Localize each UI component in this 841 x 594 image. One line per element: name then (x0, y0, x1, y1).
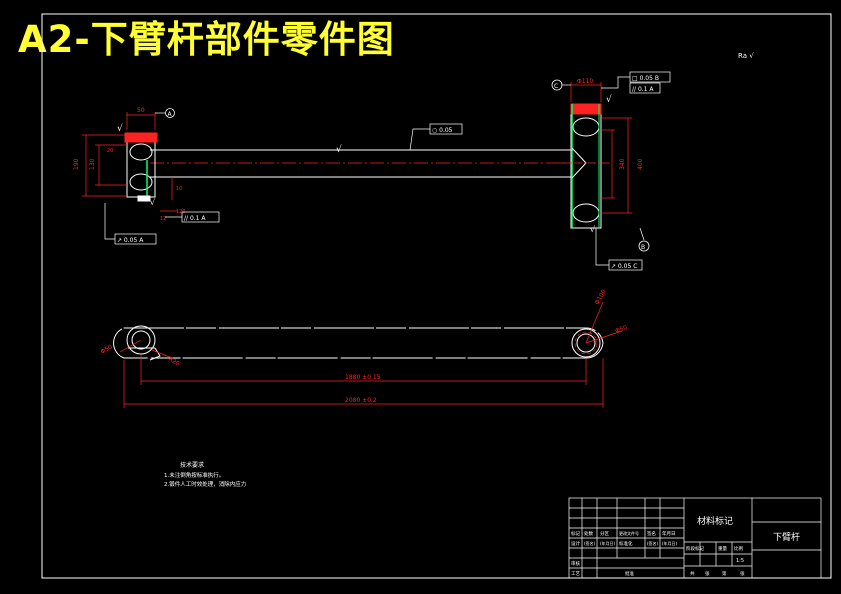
datum-b-label: B (641, 244, 645, 251)
notes-line-1: 1.未注倒角按标准执行。 (164, 471, 224, 479)
drawing-border (41, 13, 832, 579)
notes-heading: 技术要求 (180, 461, 204, 469)
dim-right-height-inner: 340 (619, 158, 626, 170)
title-block-sheet-unit-1: 张 (705, 570, 710, 577)
dim-rod-2: 12 (160, 216, 166, 222)
tol-left-parallel-frame: // 0.1 A (165, 211, 220, 223)
dim-left-hole: Φ50 (100, 343, 114, 355)
dim-right-height-outer: 400 (637, 158, 644, 170)
title-block-sheet-no: 第 (722, 570, 727, 577)
title-block-row-file: 更改文件号 (619, 530, 639, 536)
datum-a-circle (165, 108, 175, 118)
dim-right-hole-2: Φ50 (614, 324, 628, 335)
tol-right-bottom: ↗ 0.05 C (611, 263, 637, 270)
tol-rod-round: ○ 0.05 (432, 127, 453, 134)
datum-c-label: C (554, 83, 558, 90)
datum-b-circle (638, 240, 650, 252)
tol-left-runout-frame: ↗ 0.05 A (104, 203, 157, 245)
title-block-review: 审核 (571, 560, 580, 567)
title-block-row-date: 年月日 (662, 530, 676, 537)
roughness-right-bottom: √ (590, 225, 596, 234)
tol-left-runout: ↗ 0.05 A (117, 237, 144, 244)
title-block-material: 材料标记 (697, 515, 733, 527)
title-block-row-count: 处数 (584, 530, 593, 537)
title-block-design-date: (年月日) (600, 540, 616, 546)
notes-line-2: 2.锻件人工时效处理，消除内应力 (164, 480, 246, 488)
title-block-approve: 批准 (625, 570, 634, 577)
top-view-body (113, 325, 604, 361)
tol-rod-round-frame: ○ 0.05 (409, 123, 463, 151)
dim-length-inner: 1880 ±0.15 (345, 374, 381, 381)
drawing-title: A2-下臂杆部件零件图 (18, 18, 395, 61)
technical-notes: 技术要求 1.未注倒角按标准执行。 2.锻件人工时效处理，消除内应力 (164, 461, 246, 488)
dim-left-height-outer: 190 (73, 158, 80, 170)
dim-left-top: 50 (137, 107, 145, 114)
tol-right-top-2: // 0.1 A (632, 86, 654, 93)
title-block-row-zone: 分区 (600, 530, 609, 537)
title-block-standard-date: (年月日) (662, 540, 678, 546)
corner-roughness-symbol: Ra √ (738, 52, 754, 60)
rod-body (150, 149, 573, 178)
title-block-stage: 阶段标记 (686, 545, 704, 552)
datum-a-label: A (168, 111, 173, 118)
title-block-standard-sign: (签名) (647, 540, 659, 546)
front-view: 190 130 50 20 10 120 12 A √ √ √ // 0.1 A… (73, 71, 671, 271)
tol-right-bottom-frame: ↗ 0.05 C (595, 228, 643, 271)
top-view-dimensions (119, 301, 623, 408)
tol-right-top-1: □ 0.05 B (632, 75, 659, 82)
title-block-weight: 重量 (718, 545, 727, 552)
dim-left-small: R20 (167, 356, 181, 368)
title-block-part-name: 下臂杆 (773, 531, 800, 543)
top-view: 1880 ±0.15 2080 ±0.2 Φ50 R20 Φ100 Φ50 (100, 288, 628, 408)
roughness-rod: √ (336, 144, 342, 155)
left-boss (124, 132, 158, 202)
roughness-right-top: √ (606, 94, 612, 105)
left-dimensions (82, 112, 178, 212)
title-block-design-sign: (签名) (584, 540, 596, 546)
title-block-row-mark: 标记 (571, 530, 580, 537)
dim-right-hole-1: Φ100 (594, 288, 608, 306)
dim-left-height-inner: 130 (89, 158, 96, 170)
roughness-left-bottom: √ (150, 198, 156, 207)
title-block-ratio: 比例 (734, 545, 743, 552)
tol-right-top-frames: □ 0.05 B // 0.1 A (601, 71, 671, 94)
title-block-design: 设计 (571, 540, 580, 547)
title-block-scale: 1:5 (736, 558, 744, 564)
dim-right-top: Φ110 (577, 78, 593, 85)
roughness-left-top: √ (117, 123, 123, 134)
dim-rod-small-1: 20 (107, 148, 113, 154)
title-block-process: 工艺 (571, 571, 580, 577)
title-block-sheet-total: 共 (690, 570, 695, 577)
dim-length-outer: 2080 ±0.2 (345, 397, 377, 404)
tol-left-parallel: // 0.1 A (184, 215, 206, 222)
title-block-sheet-unit-2: 张 (740, 570, 745, 577)
title-block-standard: 标准化 (619, 540, 633, 547)
dim-rod-small-2: 10 (176, 186, 182, 192)
title-block (568, 497, 822, 579)
dim-rod-1: 120 (176, 209, 186, 215)
right-boss (560, 103, 610, 229)
title-block-row-sign: 签名 (647, 530, 656, 537)
